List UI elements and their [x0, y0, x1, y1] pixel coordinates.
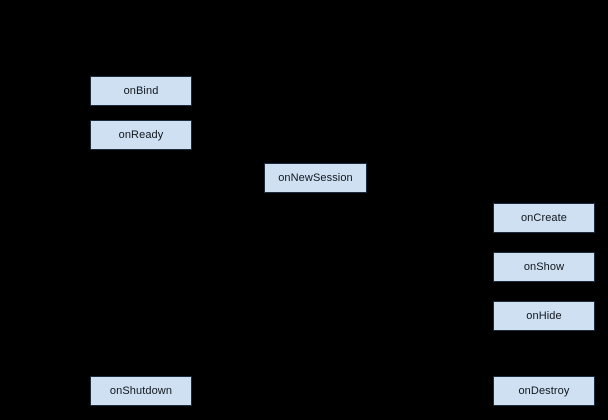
- node-label-on-shutdown: onShutdown: [109, 384, 173, 397]
- node-on-new-session[interactable]: onNewSession: [264, 163, 367, 193]
- node-label-on-hide: onHide: [526, 309, 562, 322]
- node-label-on-show: onShow: [523, 260, 565, 273]
- node-on-destroy[interactable]: onDestroy: [493, 376, 595, 406]
- node-on-show[interactable]: onShow: [493, 252, 595, 282]
- node-label-on-destroy: onDestroy: [518, 384, 570, 397]
- node-on-ready[interactable]: onReady: [90, 120, 192, 150]
- node-label-on-create: onCreate: [520, 211, 568, 224]
- node-label-on-ready: onReady: [118, 128, 164, 141]
- node-on-hide[interactable]: onHide: [493, 301, 595, 331]
- node-label-on-bind: onBind: [123, 84, 159, 97]
- node-label-on-new-session: onNewSession: [278, 171, 353, 184]
- node-on-bind[interactable]: onBind: [90, 76, 192, 106]
- node-on-create[interactable]: onCreate: [493, 203, 595, 233]
- node-on-shutdown[interactable]: onShutdown: [90, 376, 192, 406]
